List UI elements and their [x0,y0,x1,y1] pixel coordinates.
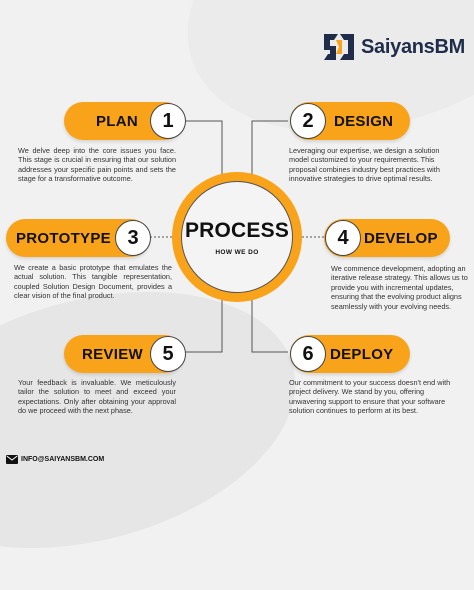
step-deploy-description: Our commitment to your success doesn't e… [289,378,451,416]
step-plan-description: We delve deep into the core issues you f… [18,146,176,184]
contact-email[interactable]: INFO@SAIYANSBM.COM [21,456,105,463]
connector-design [251,120,288,180]
process-center: PROCESS HOW WE DO [181,181,293,293]
connector-review [186,294,223,353]
step-develop-label: DEVELOP [364,229,438,247]
brand-logo: SaiyansBM [322,30,465,64]
step-develop-number: 4 [325,220,361,256]
step-plan-number: 1 [150,103,186,139]
step-design-number: 2 [290,103,326,139]
step-prototype-number: 3 [115,220,151,256]
step-design-label: DESIGN [334,112,394,130]
brand-name: SaiyansBM [361,35,466,58]
step-deploy-label: DEPLOY [330,345,394,363]
step-deploy-number: 6 [290,336,326,372]
step-prototype-label: PROTOTYPE [16,229,111,247]
step-prototype-description: We create a basic prototype that emulate… [14,263,172,301]
step-develop-description: We commence development, adopting an ite… [331,264,468,311]
mail-icon [6,455,18,464]
connector-deploy [251,294,288,353]
step-review-number: 5 [150,336,186,372]
saiyansbm-logo-icon [324,34,354,60]
process-title: PROCESS [184,218,290,242]
footer-contact: INFO@SAIYANSBM.COM [6,455,104,464]
step-review-description: Your feedback is invaluable. We meticulo… [18,378,176,416]
process-subtitle: HOW WE DO [215,248,259,256]
step-deploy-pill: DEPLOY [290,335,410,373]
connector-lines [150,120,324,353]
step-plan-label: PLAN [96,112,139,130]
step-review-label: REVIEW [82,345,143,363]
step-design-description: Leveraging our expertise, we design a so… [289,146,440,184]
connector-plan [186,120,223,180]
